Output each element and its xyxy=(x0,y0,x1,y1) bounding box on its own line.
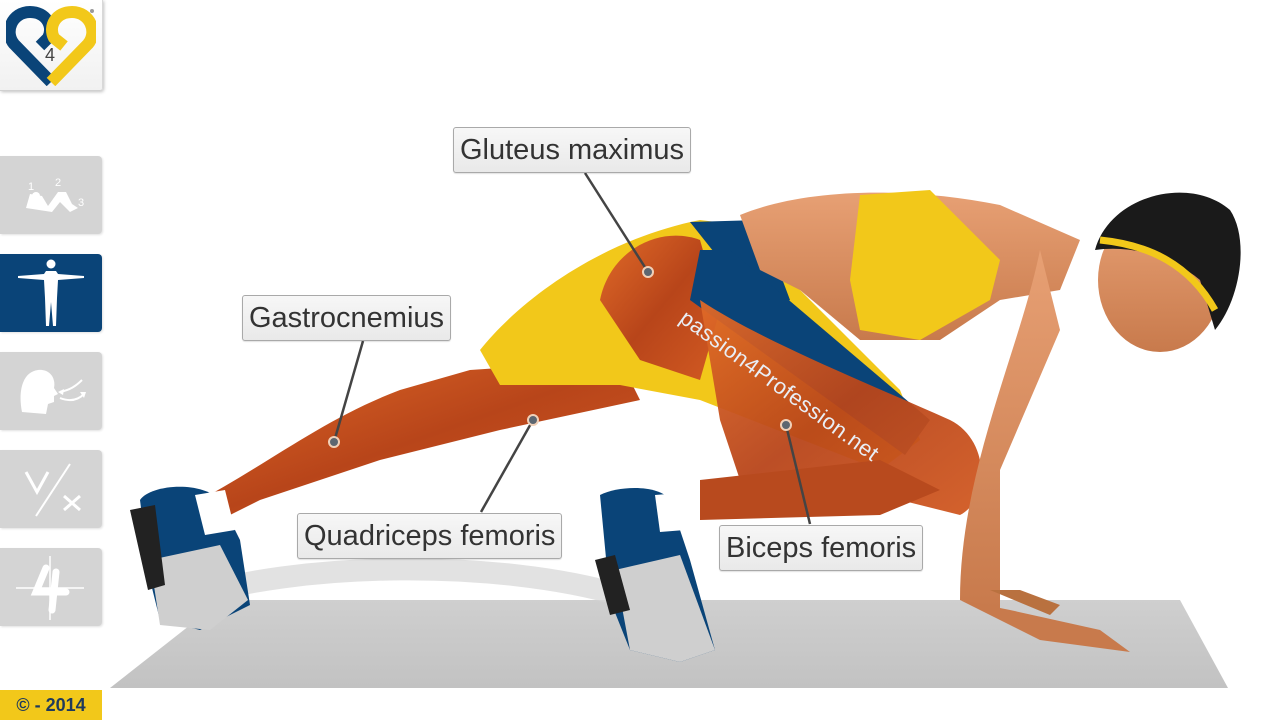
nav-body-muscles[interactable] xyxy=(0,254,102,332)
nav-variations[interactable] xyxy=(0,548,102,626)
front-shin xyxy=(700,460,940,520)
arm xyxy=(960,250,1060,610)
front-thigh xyxy=(700,300,982,515)
check-cross-icon xyxy=(24,463,81,517)
nav-dos-donts[interactable] xyxy=(0,450,102,528)
label-gluteus-maximus[interactable]: Gluteus maximus xyxy=(453,127,692,173)
label-quadriceps-femoris[interactable]: Quadriceps femoris xyxy=(297,513,563,559)
exercise-steps-icon: 1 2 3 xyxy=(26,177,84,212)
muscle-markers xyxy=(328,266,792,448)
copyright-badge: © - 2014 xyxy=(0,690,102,720)
p4p-heart-logo-icon: 4 xyxy=(6,6,96,86)
label-gastrocnemius[interactable]: Gastrocnemius xyxy=(242,295,452,341)
number-four-icon xyxy=(16,556,84,620)
label-biceps-femoris[interactable]: Biceps femoris xyxy=(719,525,924,571)
front-shoe xyxy=(595,488,715,662)
headband xyxy=(1099,236,1219,312)
sports-top xyxy=(850,190,1000,340)
nav-breathing[interactable] xyxy=(0,352,102,430)
hair xyxy=(1095,192,1241,330)
svg-text:1: 1 xyxy=(28,181,34,193)
nav-exercise-steps[interactable]: 1 2 3 xyxy=(0,156,102,234)
svg-text:3: 3 xyxy=(78,197,84,209)
leader-lines xyxy=(332,172,812,525)
breathing-icon xyxy=(20,369,86,414)
body-muscles-icon xyxy=(18,259,84,326)
svg-text:2: 2 xyxy=(55,177,61,189)
back-leg xyxy=(190,360,640,520)
app-logo[interactable]: 4 xyxy=(0,0,103,91)
svg-text:4: 4 xyxy=(45,45,55,65)
back-shoe xyxy=(130,486,250,630)
